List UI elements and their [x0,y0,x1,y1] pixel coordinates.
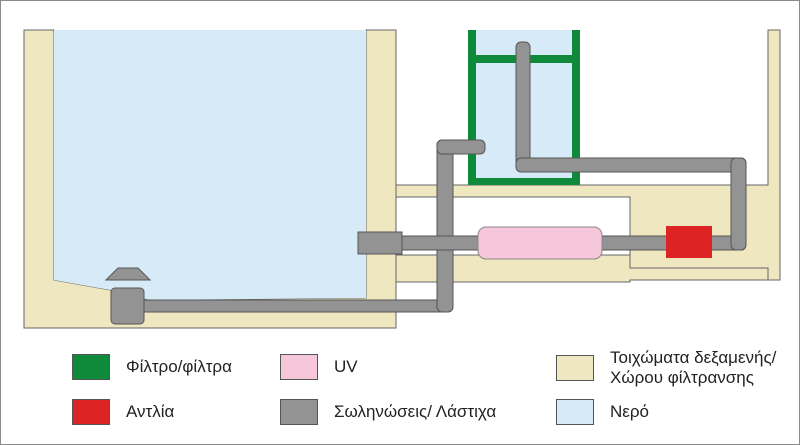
legend-water: Νερό [556,399,649,425]
bottom-drain-cap [104,267,152,281]
legend-water-swatch [556,399,594,425]
legend-pipes: Σωληνώσεις/ Λάστιχα [280,399,496,425]
legend-uv-swatch [280,354,318,380]
filter-chamber-upper-wall [395,29,781,281]
legend-pump: Αντλία [72,399,174,425]
pipe-vertical-riser [436,139,454,313]
bottom-drain-body [110,287,145,325]
pipe-right-vertical [730,157,747,251]
pipe-bottom-drain [137,299,449,313]
pipe-filter-to-pump [515,157,747,173]
pipe-filter-outlet [515,41,531,171]
legend-walls-label-line2: Χώρου φίλτρανσης [610,368,754,387]
legend-uv: UV [280,354,358,380]
legend-uv-label: UV [334,357,358,376]
legend-water-label: Νερό [610,402,649,421]
legend-walls: Τοιχώματα δεξαμενής/ Χώρου φίλτρανσης [556,348,776,388]
legend-filter: Φίλτρο/φίλτρα [72,354,232,380]
legend-pump-swatch [72,399,110,425]
pond-water [54,30,366,300]
legend-pump-label: Αντλία [126,402,175,421]
legend-walls-swatch [556,355,594,381]
legend-pipes-label: Σωληνώσεις/ Λάστιχα [334,402,497,421]
uv-unit [477,226,603,260]
legend-pipes-swatch [280,399,318,425]
legend-filter-label: Φίλτρο/φίλτρα [126,357,232,376]
pipes [137,41,747,313]
filter-chamber-lower-wall [395,254,769,283]
pump [666,226,712,258]
pipe-top-inlet [436,139,486,155]
legend-walls-label: Τοιχώματα δεξαμενής/ Χώρου φίλτρανσης [610,348,776,388]
legend-walls-label-line1: Τοιχώματα δεξαμενής/ [610,348,777,367]
legend-filter-swatch [72,354,110,380]
pipe-wall-fitting [357,231,403,255]
